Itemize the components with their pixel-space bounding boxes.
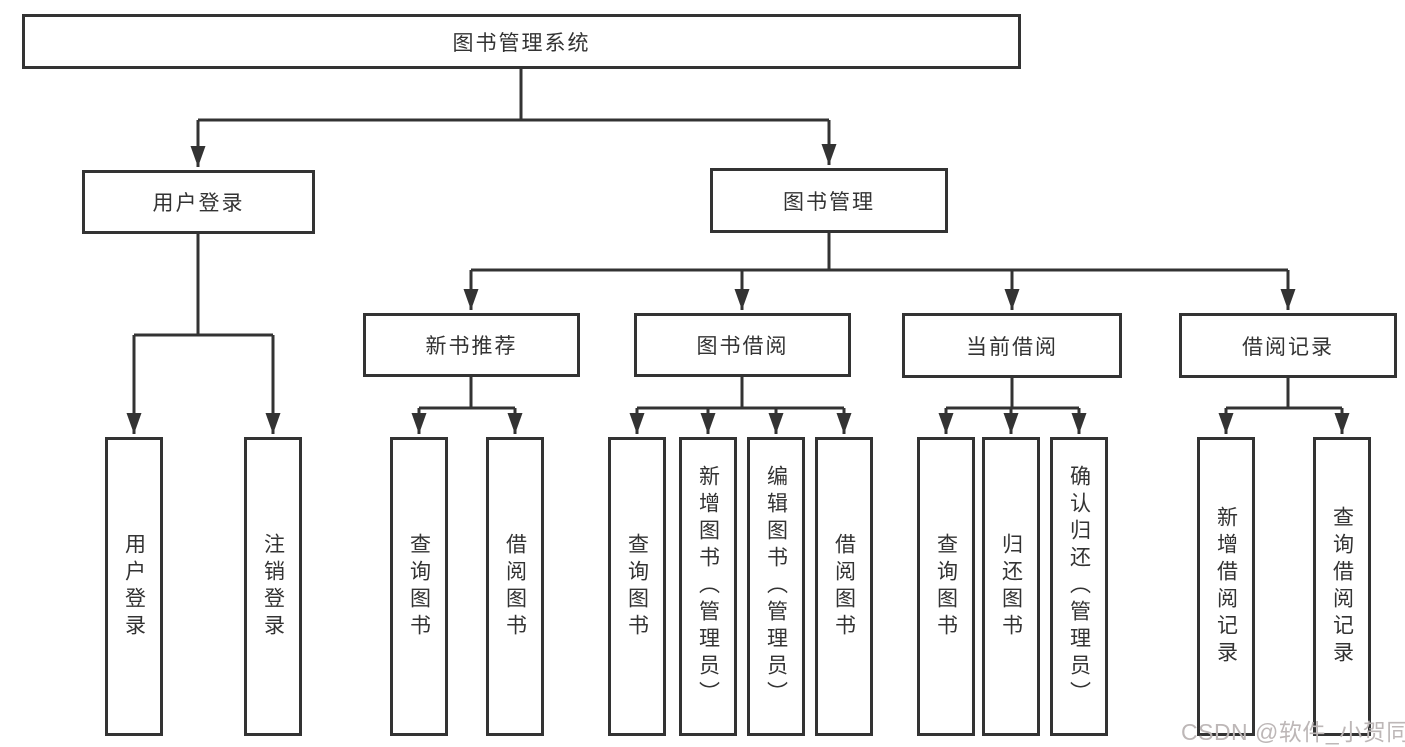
leaf-label: 编辑图书（管理员）: [764, 465, 788, 708]
connector-branch: [1226, 378, 1342, 410]
leaf-query-borrow-record: 查询借阅记录: [1313, 437, 1371, 736]
leaf-label: 借阅图书: [503, 532, 527, 641]
connector-borrow-records-group: [1218, 378, 1350, 434]
node-user-login: 用户登录: [82, 170, 315, 234]
leaf-label: 新增借阅记录: [1214, 505, 1238, 668]
leaf-label: 借阅图书: [832, 532, 856, 641]
node-system-root: 图书管理系统: [22, 14, 1021, 69]
node-label: 图书管理: [783, 190, 875, 214]
node-current-borrow: 当前借阅: [902, 313, 1122, 378]
connector-branch: [637, 377, 844, 410]
node-label: 用户登录: [152, 192, 245, 215]
leaf-label: 查询图书: [407, 532, 431, 641]
leaf-query-books-borrow: 查询图书: [608, 437, 666, 736]
leaf-label: 归还图书: [999, 532, 1023, 641]
leaf-label: 查询借阅记录: [1330, 505, 1354, 668]
leaf-user-login: 用户登录: [105, 437, 163, 736]
leaf-label: 查询图书: [625, 532, 649, 641]
leaf-label: 确认归还（管理员）: [1067, 465, 1091, 708]
leaf-label: 新增图书（管理员）: [696, 465, 720, 708]
node-book-borrow: 图书借阅: [634, 313, 851, 377]
connector-branch: [134, 234, 273, 337]
connector-branch: [471, 233, 1288, 272]
leaf-add-borrow-record: 新增借阅记录: [1197, 437, 1255, 736]
connector-new-book-rec-group: [411, 377, 523, 434]
connector-branch: [946, 378, 1079, 410]
leaf-borrow-books-rec: 借阅图书: [486, 437, 544, 736]
node-label: 图书管理系统: [452, 31, 591, 55]
watermark: CSDN @软件_小贺同学: [1181, 719, 1405, 745]
leaf-add-book-admin: 新增图书（管理员）: [679, 437, 737, 736]
leaf-return-book: 归还图书: [982, 437, 1040, 736]
connector-branch: [198, 69, 829, 122]
connector-current-borrow-group: [938, 378, 1087, 434]
connector-branch: [419, 377, 515, 410]
connector-user-login-group: [126, 234, 281, 434]
leaf-query-books-rec: 查询图书: [390, 437, 448, 736]
connector-root-to-level2: [190, 69, 837, 167]
leaf-label: 注销登录: [261, 532, 285, 641]
leaf-borrow-books-borrow: 借阅图书: [815, 437, 873, 736]
connector-book-borrow-group: [629, 377, 852, 434]
connector-book-mgmt-group: [463, 233, 1296, 310]
node-label: 新书推荐: [425, 335, 518, 358]
node-label: 当前借阅: [966, 335, 1058, 359]
leaf-logout: 注销登录: [244, 437, 302, 736]
leaf-label: 查询图书: [934, 532, 958, 641]
node-label: 借阅记录: [1242, 335, 1334, 359]
node-book-mgmt: 图书管理: [710, 168, 948, 233]
leaf-query-books-current: 查询图书: [917, 437, 975, 736]
leaf-label: 用户登录: [122, 532, 146, 641]
leaf-edit-book-admin: 编辑图书（管理员）: [747, 437, 805, 736]
leaf-confirm-return-admin: 确认归还（管理员）: [1050, 437, 1108, 736]
node-borrow-records: 借阅记录: [1179, 313, 1397, 378]
node-new-book-rec: 新书推荐: [363, 313, 580, 377]
node-label: 图书借阅: [696, 335, 789, 358]
